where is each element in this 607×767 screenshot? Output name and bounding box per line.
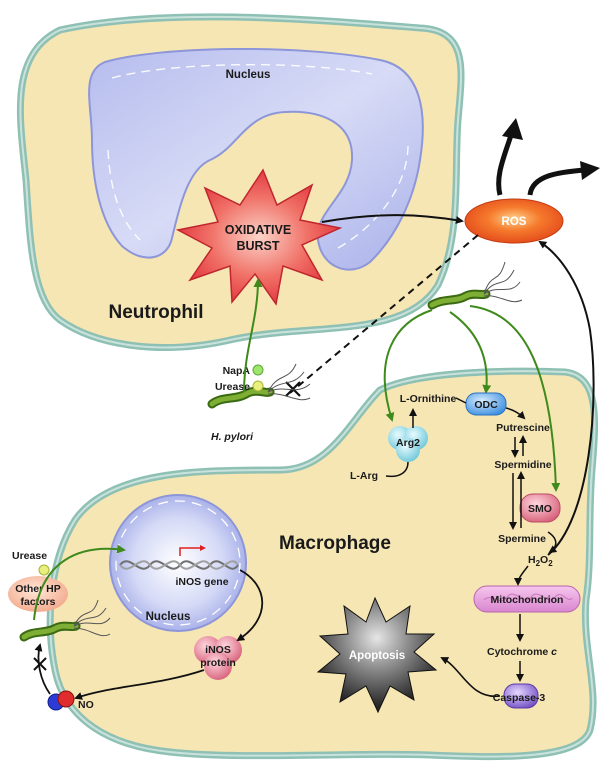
- urease-dot-icon: [252, 380, 264, 392]
- oxidative-burst-star: [175, 168, 343, 306]
- macrophage-urease-label: Urease: [12, 550, 47, 562]
- macrophage-nucleus-label: Nucleus: [146, 611, 191, 623]
- l-arg-label: L-Arg: [350, 470, 378, 482]
- hpylori-to-odc-arrow: [449, 311, 492, 394]
- ros-to-hpylori-blocked-arrow: [289, 234, 479, 394]
- gene-to-protein-arrow: [236, 569, 264, 642]
- smo-enzyme-icon: [519, 493, 561, 523]
- h2o2-h: H: [528, 554, 536, 566]
- odc-to-putrescine-arrow: [505, 407, 526, 420]
- neutrophil-nucleus-label: Nucleus: [226, 69, 271, 81]
- odc-enzyme-icon: [465, 392, 507, 416]
- burst-to-ros-arrow: [321, 214, 464, 224]
- spermidine-label: Spermidine: [494, 459, 551, 471]
- arg2-enzyme-icon: [388, 426, 428, 462]
- neutrophil-nucleus: [88, 47, 424, 271]
- cytochrome-text: Cytochrome: [487, 646, 548, 658]
- apoptosis-label: Apoptosis: [349, 650, 405, 662]
- no-blocked-x-mark: [33, 657, 47, 671]
- hpylori-bacterium-macrophage: [19, 599, 111, 642]
- smo-label: SMO: [528, 503, 552, 515]
- spermine-to-h2o2-arrow: [547, 531, 558, 554]
- mitochondrion-label: Mitochondrion: [491, 594, 564, 606]
- no-molecule-icon: [47, 690, 75, 711]
- cytochrome-label: Cytochrome c: [487, 646, 557, 658]
- putrescine-label: Putrescine: [496, 422, 550, 434]
- oxidative-burst-line1: OXIDATIVE: [225, 223, 291, 237]
- caspase3-enzyme-icon: [503, 683, 539, 709]
- caspase3-label: Caspase-3: [493, 692, 546, 704]
- inos-gene-dna-icon: [119, 560, 239, 570]
- hpylori-bacterium-upper: [427, 261, 523, 310]
- hpylori-to-burst-arrow: [243, 278, 263, 393]
- blocked-x-mark: [285, 381, 301, 397]
- h2o2-o: O: [540, 554, 548, 566]
- napa-dot-icon: [252, 364, 264, 376]
- hpylori-label: H. pylori: [211, 431, 254, 443]
- protein-to-no-arrow: [74, 669, 205, 700]
- other-hp-factors-line1: Other HP: [15, 583, 61, 595]
- napa-label: NapA: [223, 365, 251, 377]
- inos-protein-label-line2: protein: [200, 657, 236, 669]
- odc-label: ODC: [474, 399, 498, 411]
- inos-protein-label-line1: iNOS: [205, 644, 231, 656]
- h2o2-sub2: 2: [548, 559, 553, 568]
- no-label: NO: [78, 699, 94, 711]
- inos-protein-icon: [194, 636, 242, 680]
- ros-node: ROS: [464, 198, 564, 244]
- ros-diffusion-arrow-2: [527, 167, 586, 196]
- neutrophil-cell: Nucleus Neutrophil: [16, 13, 465, 351]
- ros-ellipse: [464, 198, 564, 244]
- ornithine-to-odc-arrow: [455, 397, 467, 404]
- ros-label: ROS: [502, 216, 527, 228]
- hpylori-bacterium-lower: [207, 363, 311, 409]
- other-hp-factors-icon: [8, 576, 68, 612]
- no-to-hpylori-blocked-arrow: [34, 643, 51, 695]
- arg2-label: Arg2: [396, 437, 420, 449]
- hpylori-to-inos-gene-arrow: [33, 544, 126, 621]
- neutrophil-label: Neutrophil: [109, 302, 204, 323]
- h2o2-to-ros-arrow: [538, 240, 595, 556]
- cytochrome-c-text: c: [551, 646, 557, 658]
- macrophage-urease-dot-icon: [38, 564, 50, 576]
- mitochondrion-icon: [473, 585, 581, 613]
- oxidative-burst: OXIDATIVE BURST: [175, 168, 343, 306]
- hpylori-to-smo-arrow: [469, 305, 561, 492]
- transcription-start-icon: [179, 547, 200, 556]
- larg-to-arg2-arrow: [385, 461, 409, 478]
- spermine-label: Spermine: [498, 533, 546, 545]
- oxidative-burst-line2: BURST: [236, 239, 279, 253]
- caspase-to-apoptosis-arrow: [440, 657, 501, 697]
- hpylori-to-arg2-arrow: [383, 309, 433, 422]
- inos-gene-label: iNOS gene: [175, 576, 228, 588]
- apoptosis-star: [316, 596, 438, 714]
- urease-label: Urease: [215, 381, 250, 393]
- h2o2-to-mitochondrion-arrow: [514, 565, 529, 586]
- h2o2-label: H2O2: [528, 554, 553, 568]
- macrophage-cell: Macrophage Nucleus iNOS gene iNOS protei…: [46, 367, 599, 761]
- macrophage-label: Macrophage: [279, 533, 391, 554]
- h2o2-sub1: 2: [536, 559, 541, 568]
- l-ornithine-label: L-Ornithine: [400, 393, 457, 405]
- ros-diffusion-arrow-1: [496, 131, 515, 196]
